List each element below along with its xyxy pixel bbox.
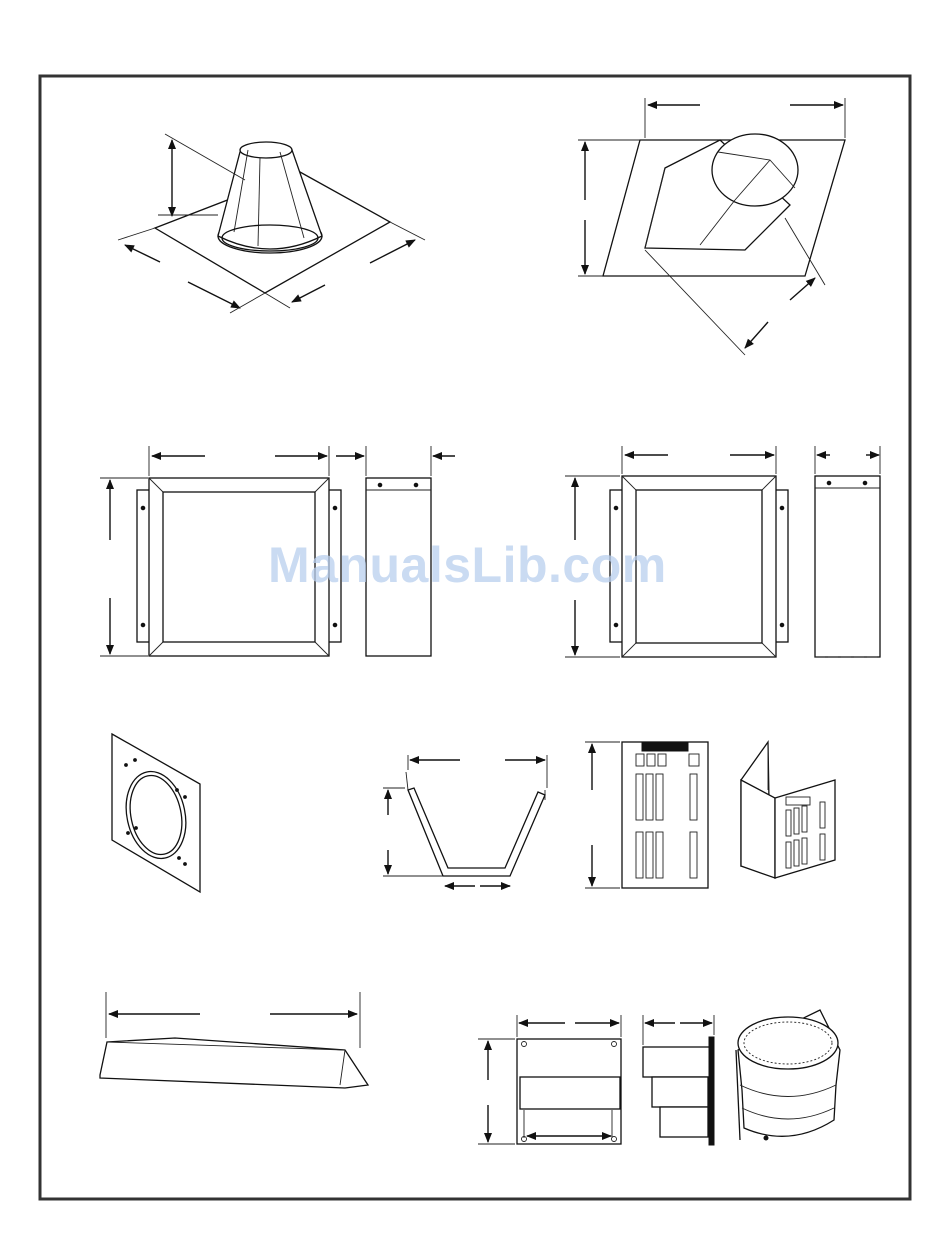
roof-flashing-cone-drawing (118, 134, 425, 313)
ridge-cap-drawing (100, 992, 368, 1088)
wall-plate-drawing (112, 734, 200, 892)
louvered-panel-drawing (585, 742, 835, 888)
termination-cap-drawing (478, 1010, 840, 1145)
u-channel-drawing (383, 755, 547, 886)
watermark-text: ManualsLib.com (268, 536, 698, 594)
angled-flashing-drawing (578, 98, 845, 355)
